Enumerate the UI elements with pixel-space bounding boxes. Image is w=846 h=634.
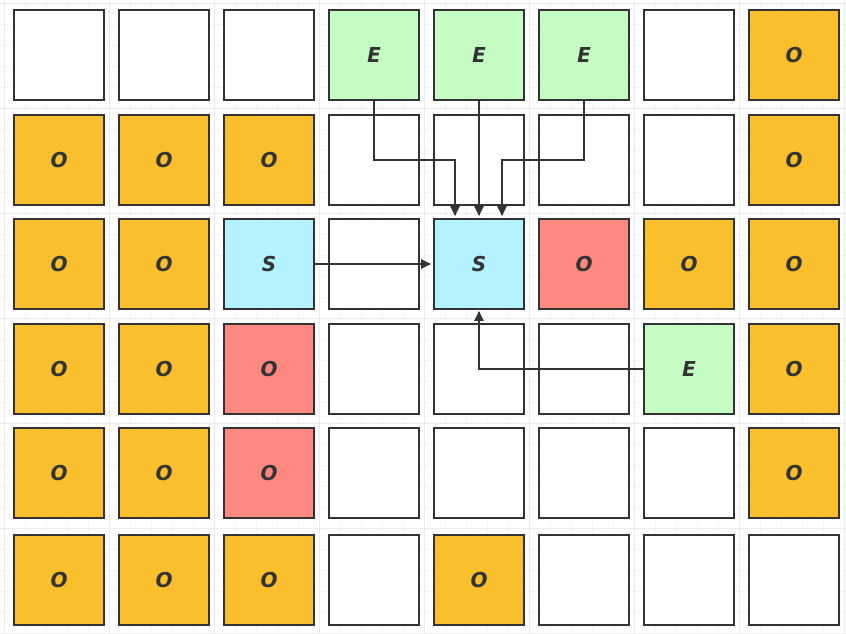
cell-r5-c2-o: O — [223, 534, 315, 626]
cell-r1-c1-o: O — [118, 114, 210, 206]
cell-r0-c7-o: O — [748, 9, 840, 101]
cell-r2-c1-o: O — [118, 218, 210, 310]
cell-r3-c6-e: E — [643, 323, 735, 415]
cell-r1-c2-o: O — [223, 114, 315, 206]
cell-r0-c0-empty — [13, 9, 105, 101]
cell-r1-c4-empty — [433, 114, 525, 206]
cell-r5-c1-o: O — [118, 534, 210, 626]
cell-r4-c6-empty — [643, 427, 735, 519]
cell-r0-c2-empty — [223, 9, 315, 101]
cell-r1-c0-o: O — [13, 114, 105, 206]
cell-r4-c0-o: O — [13, 427, 105, 519]
cell-r4-c7-o: O — [748, 427, 840, 519]
cell-r2-c3-empty — [328, 218, 420, 310]
cell-r4-c1-o: O — [118, 427, 210, 519]
cell-r2-c6-o: O — [643, 218, 735, 310]
cell-r0-c4-e: E — [433, 9, 525, 101]
cell-r0-c3-e: E — [328, 9, 420, 101]
cell-r3-c4-empty — [433, 323, 525, 415]
cell-r4-c3-empty — [328, 427, 420, 519]
cell-r1-c7-o: O — [748, 114, 840, 206]
cell-r0-c1-empty — [118, 9, 210, 101]
cell-r2-c7-o: O — [748, 218, 840, 310]
cell-r5-c3-empty — [328, 534, 420, 626]
cell-r5-c4-o: O — [433, 534, 525, 626]
cell-r1-c3-empty — [328, 114, 420, 206]
cell-r2-c5-o_red: O — [538, 218, 630, 310]
cell-r1-c5-empty — [538, 114, 630, 206]
cell-r1-c6-empty — [643, 114, 735, 206]
cell-r2-c4-s: S — [433, 218, 525, 310]
cell-r5-c5-empty — [538, 534, 630, 626]
cell-r2-c2-s: S — [223, 218, 315, 310]
cell-r4-c2-o_red: O — [223, 427, 315, 519]
cell-r4-c4-empty — [433, 427, 525, 519]
cell-r3-c7-o: O — [748, 323, 840, 415]
cell-r3-c1-o: O — [118, 323, 210, 415]
cell-r3-c0-o: O — [13, 323, 105, 415]
cell-r5-c6-empty — [643, 534, 735, 626]
cell-r5-c7-empty — [748, 534, 840, 626]
cell-r3-c5-empty — [538, 323, 630, 415]
cell-r5-c0-o: O — [13, 534, 105, 626]
cell-r2-c0-o: O — [13, 218, 105, 310]
cell-r4-c5-empty — [538, 427, 630, 519]
cell-r0-c5-e: E — [538, 9, 630, 101]
cell-r0-c6-empty — [643, 9, 735, 101]
cell-r3-c2-o_red: O — [223, 323, 315, 415]
cell-r3-c3-empty — [328, 323, 420, 415]
